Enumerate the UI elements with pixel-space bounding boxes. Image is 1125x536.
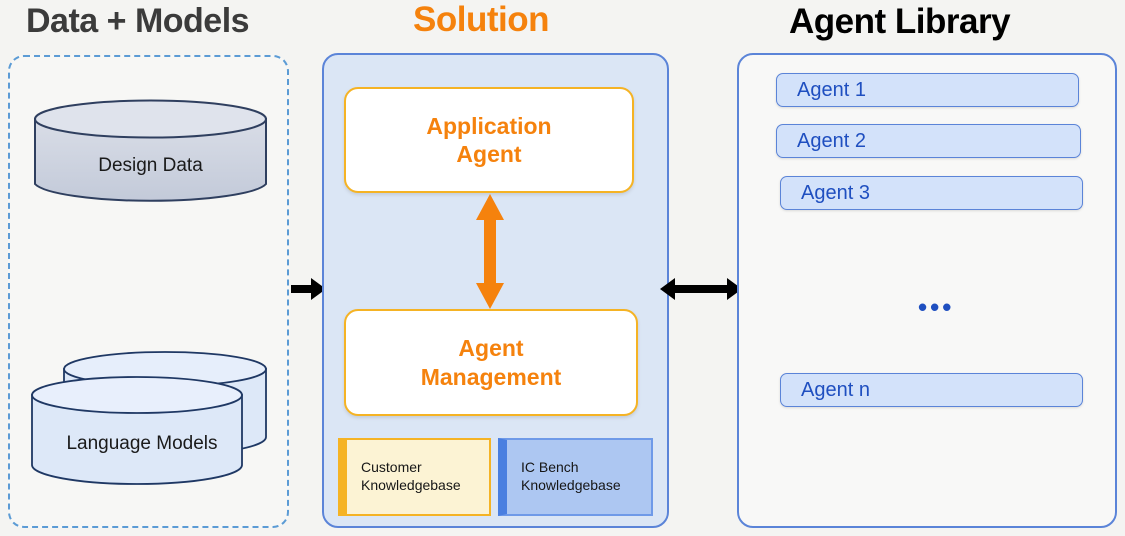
customer-kb-line1: Customer — [361, 459, 422, 476]
cylinder-design-data: Design Data — [33, 99, 268, 204]
agent-management-line1: Agent — [458, 335, 524, 362]
column-title-data-models: Data + Models — [26, 2, 250, 40]
cylinder-shape-icon — [34, 99, 267, 202]
box-customer-knowledgebase[interactable]: Customer Knowledgebase — [338, 438, 491, 516]
box-ic-bench-knowledgebase[interactable]: IC Bench Knowledgebase — [498, 438, 653, 516]
agent-library-item-2[interactable]: Agent 2 — [776, 124, 1081, 158]
vertical-double-arrow-icon — [466, 194, 514, 309]
box-application-agent[interactable]: Application Agent — [344, 87, 634, 193]
agent-library-item-n[interactable]: Agent n — [780, 373, 1083, 407]
ic-bench-kb-line1: IC Bench — [521, 459, 579, 476]
agent-library-ellipsis: ••• — [918, 292, 955, 322]
application-agent-line1: Application — [426, 112, 552, 139]
column-title-agent-library: Agent Library — [789, 2, 1011, 41]
agent-library-item-1[interactable]: Agent 1 — [776, 73, 1079, 107]
cylinder-label-language-models: Language Models — [66, 433, 218, 454]
agent-management-line2: Management — [420, 363, 562, 390]
ic-bench-knowledgebase-label: IC Bench Knowledgebase — [521, 459, 621, 494]
box-agent-management-label: Agent Management — [421, 334, 562, 390]
agent-library-item-3[interactable]: Agent 3 — [780, 176, 1083, 210]
ic-bench-kb-line2: Knowledgebase — [521, 477, 621, 493]
customer-kb-line2: Knowledgebase — [361, 477, 461, 493]
double-arrow-icon — [660, 276, 742, 302]
box-application-agent-label: Application Agent — [426, 112, 551, 168]
application-agent-line2: Agent — [456, 141, 522, 167]
column-title-solution: Solution — [413, 0, 549, 39]
customer-knowledgebase-label: Customer Knowledgebase — [361, 459, 461, 494]
box-agent-management[interactable]: Agent Management — [344, 309, 638, 416]
right-arrow-icon — [291, 276, 327, 302]
cylinder-label-design-data: Design Data — [98, 155, 203, 176]
cylinder-language-models: Language Models — [28, 347, 278, 492]
stacked-cylinder-shape-icon — [31, 351, 267, 485]
